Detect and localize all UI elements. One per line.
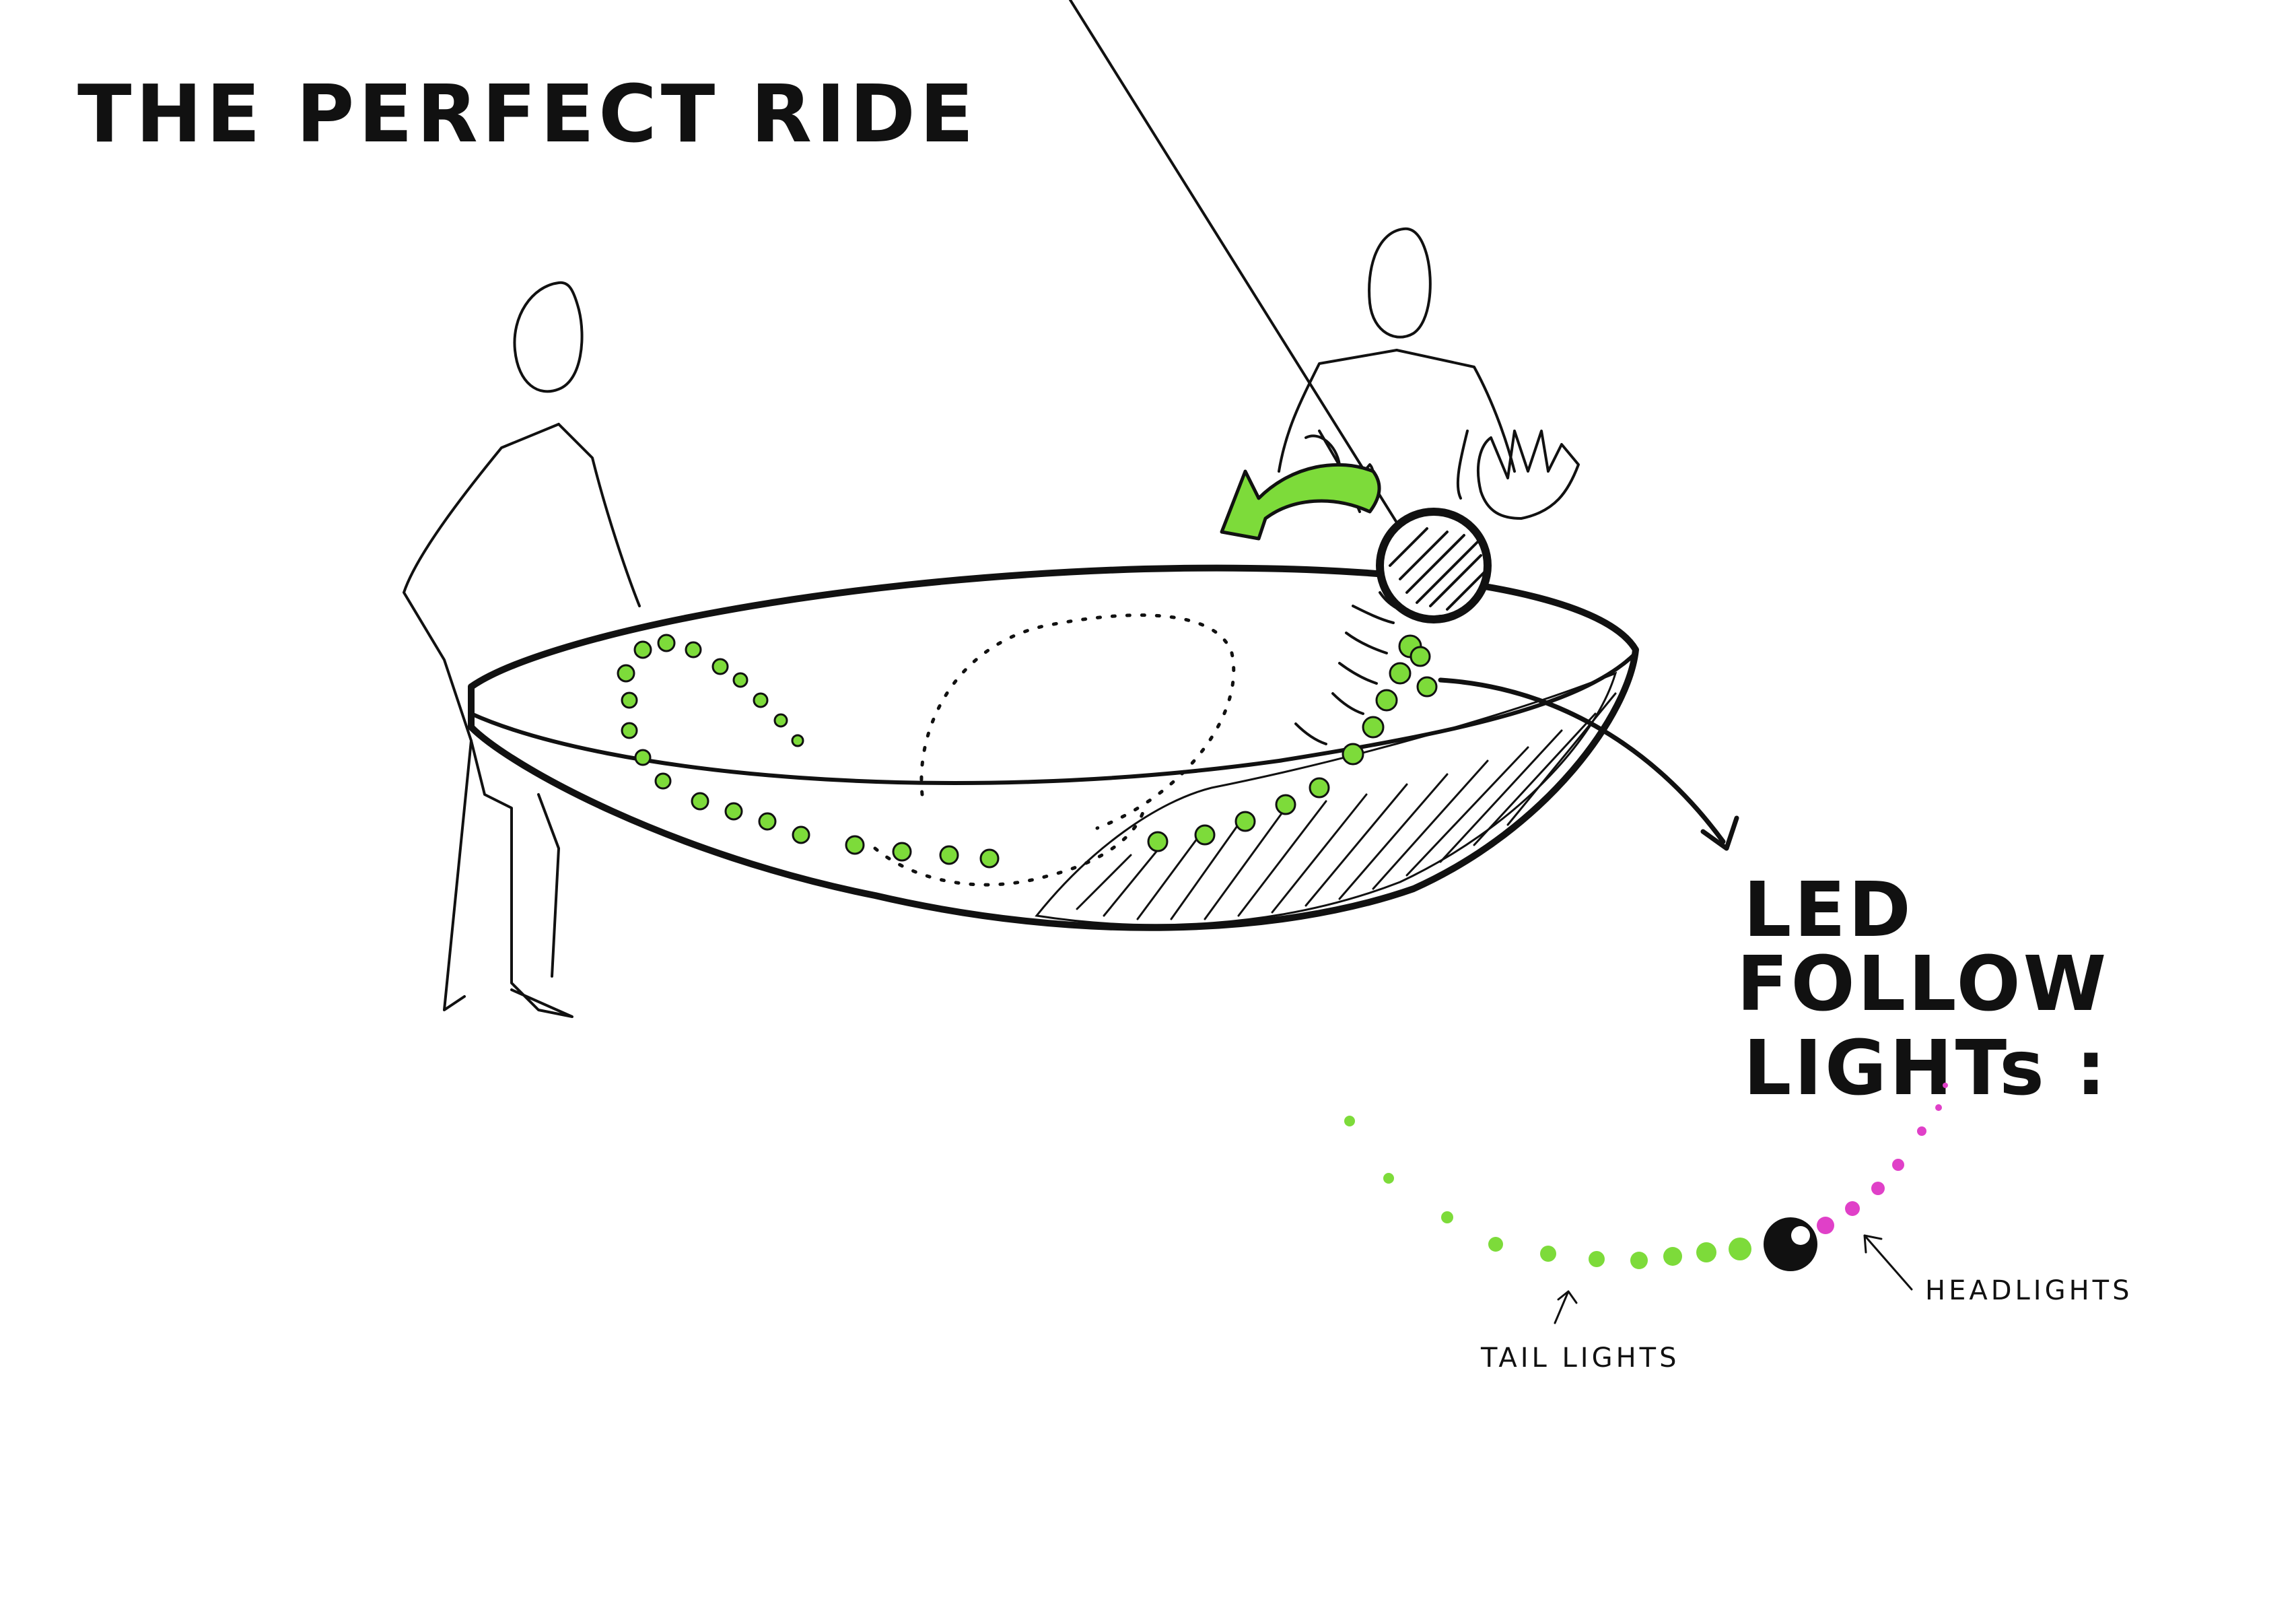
page-title: THE PERFECT RIDE <box>77 67 978 160</box>
tail-lights-arrow <box>1554 1290 1578 1324</box>
pointer-arrowhead-icon <box>1700 815 1739 851</box>
headlights-label: HEADLIGHTS <box>1925 1275 2133 1306</box>
legend-ball-icon <box>1764 1217 1817 1271</box>
left-person-figure <box>403 281 641 1018</box>
bowl-shadow-hatching <box>1035 671 1617 926</box>
led-label-line3: LIGHTs : <box>1743 1025 2109 1112</box>
led-trail-in-bowl <box>617 634 1438 869</box>
right-person-figure <box>1278 227 1580 520</box>
motion-lines <box>1294 605 1395 745</box>
head-lights-dots <box>1817 1083 1948 1234</box>
pointer-arrow <box>1438 677 1726 844</box>
headlights-arrow <box>1863 1234 1913 1291</box>
tail-lights-dots <box>1344 1116 1751 1269</box>
suspension-rope <box>1069 0 1408 540</box>
led-label-line1: LED <box>1743 867 1914 954</box>
ball-icon <box>1376 508 1492 623</box>
bowl-ride <box>468 564 1639 931</box>
tail-lights-label: TAIL LIGHTS <box>1480 1343 1679 1374</box>
rotation-arrow-icon <box>1220 463 1381 541</box>
led-label-line2: FOLLOW <box>1737 941 2109 1028</box>
